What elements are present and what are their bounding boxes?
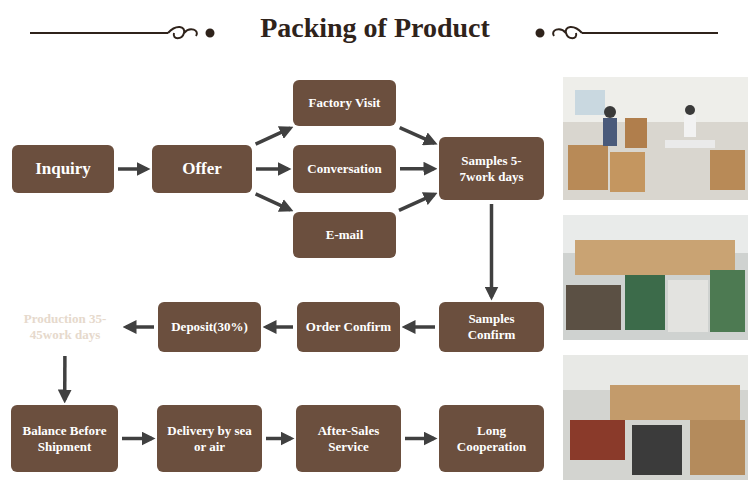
photo-goods: [570, 420, 625, 460]
box-text: Balance Before Shipment: [18, 423, 111, 454]
photo-worker: [604, 106, 616, 118]
photo-carton: [710, 150, 745, 190]
flourish-scroll: [553, 27, 582, 38]
flow-arrow: [400, 128, 435, 144]
flow-arrow: [405, 325, 435, 329]
box-text: Delivery by sea or air: [164, 423, 255, 454]
flow-arrow: [126, 325, 154, 329]
box-text: Order Confirm: [306, 319, 391, 335]
flow-arrow: [256, 167, 288, 171]
flow-arrow: [266, 325, 293, 329]
photo-warehouse: [563, 215, 748, 340]
process-box: E-mail: [293, 212, 396, 258]
process-box: After-Sales Service: [296, 405, 401, 472]
process-box: Factory Visit: [293, 80, 396, 126]
box-text: After-Sales Service: [303, 423, 394, 454]
box-text: Production 35-45work days: [16, 311, 114, 342]
process-box: Conversation: [293, 145, 396, 193]
flourish-dot: [207, 30, 214, 37]
process-box: Offer: [152, 145, 252, 193]
photo-worker: [685, 105, 695, 115]
flow-arrow: [266, 437, 291, 441]
flow-arrow: [399, 194, 434, 210]
flow-arrow: [122, 437, 152, 441]
box-text: Offer: [182, 159, 222, 179]
box-text: E-mail: [326, 227, 364, 243]
process-box: Delivery by sea or air: [157, 405, 262, 472]
photo-carton-stack: [610, 385, 740, 420]
box-text: Samples Confirm: [446, 311, 537, 342]
flow-arrow: [63, 356, 67, 400]
photo-goods: [566, 285, 621, 330]
box-text: Inquiry: [35, 159, 91, 179]
process-box: Deposit(30%): [158, 302, 261, 352]
photo-worker: [684, 115, 696, 137]
photo-carton: [568, 145, 608, 190]
flow-arrow: [256, 128, 291, 144]
box-text: Factory Visit: [309, 95, 381, 111]
process-box: Inquiry: [12, 145, 114, 193]
photo-frame: [563, 355, 748, 480]
flourish-scroll: [168, 27, 197, 38]
photo-storage: [563, 355, 748, 480]
photo-goods: [668, 280, 708, 332]
photo-goods: [710, 270, 745, 332]
process-label: Production 35-45work days: [9, 302, 121, 352]
box-text: Samples 5-7work days: [446, 153, 537, 184]
box-text: Deposit(30%): [171, 319, 248, 335]
process-box: Samples 5-7work days: [439, 137, 544, 200]
flourish-dot: [537, 30, 544, 37]
process-box: Balance Before Shipment: [11, 405, 118, 472]
photo-frame: [563, 215, 748, 340]
photo-ceiling: [563, 355, 748, 390]
photo-goods: [625, 275, 665, 330]
photo-goods: [690, 420, 745, 475]
photo-window: [575, 90, 605, 115]
diagram-title: Packing of Product: [0, 12, 750, 44]
title-text: Packing of Product: [254, 12, 496, 43]
photo-carton: [610, 152, 645, 192]
photo-goods: [632, 425, 682, 475]
process-box: Order Confirm: [297, 302, 400, 352]
process-box: Long Cooperation: [439, 405, 544, 472]
flow-arrow: [490, 204, 494, 297]
flourish-line: [582, 32, 718, 34]
flourish-line: [30, 32, 168, 34]
flow-arrow: [400, 167, 434, 171]
title-flourish-right: [537, 27, 719, 38]
photo-frame: [563, 77, 748, 200]
photo-carton-stack: [575, 240, 735, 275]
flow-arrow: [405, 437, 434, 441]
box-text: Conversation: [307, 161, 381, 177]
photo-carton: [625, 118, 647, 148]
process-box: Samples Confirm: [439, 302, 544, 352]
box-text: Long Cooperation: [446, 423, 537, 454]
photo-worker: [603, 118, 617, 146]
photo-wall: [563, 77, 748, 122]
flow-arrow: [256, 194, 291, 210]
photo-packing: [563, 77, 748, 200]
photo-table: [665, 140, 715, 148]
flow-arrow: [118, 167, 147, 171]
title-flourish-left: [30, 27, 214, 38]
